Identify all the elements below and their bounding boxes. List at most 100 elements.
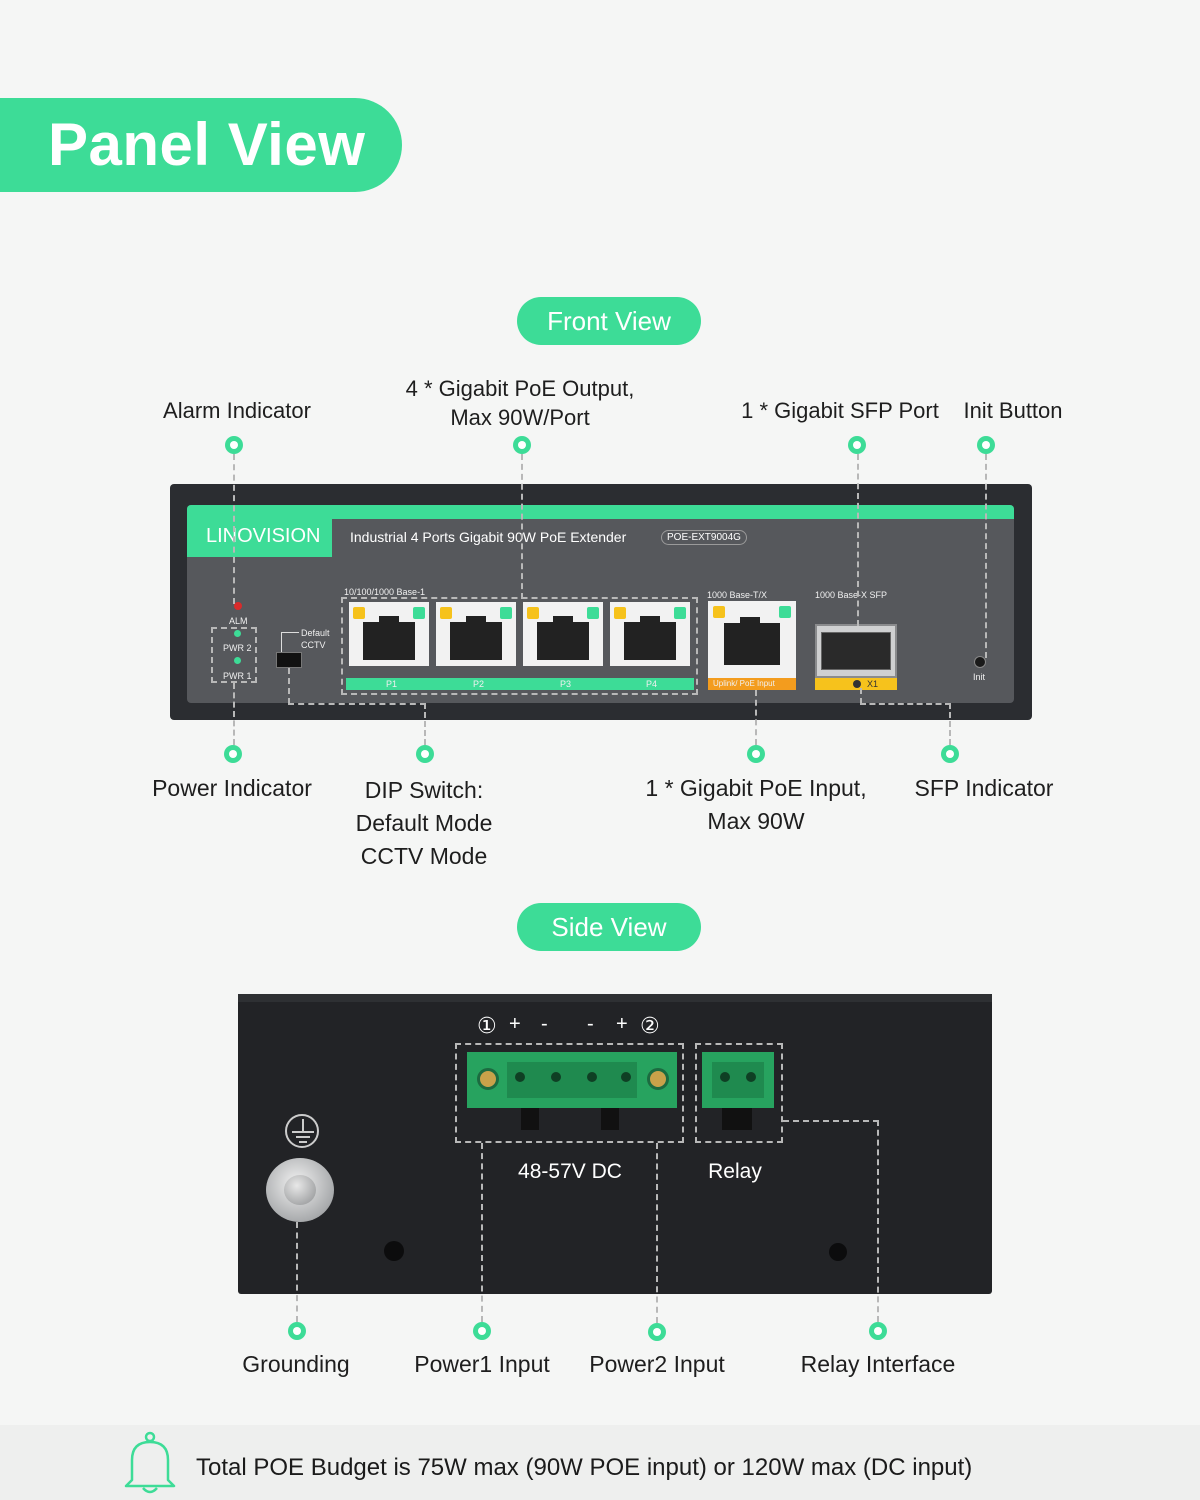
port-p1-label: P1 bbox=[386, 679, 398, 689]
sfp-indicator-leader-a bbox=[860, 688, 862, 704]
power-indicator-callout: Power Indicator bbox=[152, 775, 312, 801]
power1-dot bbox=[473, 1322, 491, 1340]
port-p3-label: P3 bbox=[560, 679, 572, 689]
pwr1-led-label: PWR 1 bbox=[223, 671, 252, 681]
dip-callout-line2: Default Mode bbox=[355, 810, 493, 836]
relay-terminal-frame bbox=[695, 1043, 783, 1143]
sfp-indicator-leader-c bbox=[949, 703, 951, 745]
poe-ports-group-frame bbox=[341, 597, 698, 695]
relay-label: Relay bbox=[708, 1160, 762, 1183]
model-badge: POE-EXT9004G bbox=[661, 530, 747, 545]
poe-port-p1[interactable] bbox=[349, 602, 429, 666]
uplink-label: Uplink/ PoE Input bbox=[713, 679, 775, 688]
terminal-1-plus: + bbox=[509, 1013, 521, 1035]
alarm-leader bbox=[233, 454, 235, 604]
dip-leader-b bbox=[288, 703, 426, 705]
poe-ports-group-label: 10/100/1000 Base-1 bbox=[344, 587, 426, 597]
mounting-hole-left bbox=[384, 1241, 404, 1261]
dip-cctv-label: CCTV bbox=[301, 640, 326, 650]
sfp-port-label: X1 bbox=[867, 679, 879, 689]
brand-logo: LINOVISION bbox=[187, 515, 332, 557]
alarm-callout-dot bbox=[225, 436, 243, 454]
terminal-1-marker: ① bbox=[477, 1013, 497, 1038]
relay-dot bbox=[869, 1322, 887, 1340]
terminal-1-minus: - bbox=[541, 1013, 548, 1035]
dip-default-label: Default bbox=[301, 628, 330, 638]
uplink-label-strip bbox=[708, 678, 796, 690]
front-panel-accent-strip bbox=[187, 505, 1014, 519]
sfp-port[interactable] bbox=[815, 624, 897, 678]
terminal-2-plus: + bbox=[616, 1013, 628, 1035]
sfp-group-label: 1000 Base-X SFP bbox=[815, 590, 888, 600]
ground-symbol-icon bbox=[285, 1114, 319, 1148]
port-p4-label: P4 bbox=[646, 679, 658, 689]
alarm-indicator-callout: Alarm Indicator bbox=[163, 398, 311, 423]
power1-leader bbox=[481, 1143, 483, 1322]
grounding-screw bbox=[266, 1158, 334, 1222]
poe-output-leader bbox=[521, 454, 523, 599]
init-callout-dot bbox=[977, 436, 995, 454]
poe-budget-note: Total POE Budget is 75W max (90W POE inp… bbox=[196, 1454, 973, 1481]
relay-leader-b bbox=[877, 1120, 879, 1322]
sfp-indicator-led bbox=[853, 680, 861, 688]
dip-leader-a bbox=[288, 668, 290, 704]
poe-port-p4[interactable] bbox=[610, 602, 690, 666]
sfp-indicator-dot bbox=[941, 745, 959, 763]
relay-leader-a bbox=[783, 1120, 879, 1122]
uplink-poe-input-port[interactable] bbox=[708, 601, 796, 679]
sfp-port-leader bbox=[857, 454, 859, 626]
product-name: Industrial 4 Ports Gigabit 90W PoE Exten… bbox=[350, 529, 627, 545]
bell-icon bbox=[122, 1430, 178, 1496]
dip-switch[interactable] bbox=[276, 652, 302, 668]
relay-terminal-tab bbox=[722, 1108, 752, 1130]
poe-port-p2[interactable] bbox=[436, 602, 516, 666]
dc-power-terminal[interactable] bbox=[467, 1052, 677, 1108]
dc-terminal-tab-1 bbox=[521, 1108, 539, 1130]
relay-terminal[interactable] bbox=[702, 1052, 774, 1108]
init-label: Init bbox=[973, 672, 986, 682]
power1-callout: Power1 Input bbox=[414, 1351, 550, 1377]
poe-port-p3[interactable] bbox=[523, 602, 603, 666]
dip-callout-line3: CCTV Mode bbox=[360, 843, 488, 869]
grounding-leader bbox=[296, 1222, 298, 1322]
dc-voltage-label: 48-57V DC bbox=[518, 1160, 622, 1183]
terminal-2-minus: - bbox=[587, 1013, 594, 1035]
sfp-indicator-leader-b bbox=[860, 703, 951, 705]
power2-leader bbox=[656, 1143, 658, 1323]
init-button[interactable] bbox=[974, 656, 986, 668]
pwr2-led bbox=[234, 630, 241, 637]
terminal-2-marker: ② bbox=[640, 1013, 660, 1038]
sfp-port-callout: 1 * Gigabit SFP Port bbox=[741, 398, 939, 423]
dip-switch-dot bbox=[416, 745, 434, 763]
power-indicator-leader bbox=[233, 683, 235, 745]
relay-interface-callout: Relay Interface bbox=[800, 1351, 956, 1377]
poe-input-callout-line2: Max 90W bbox=[707, 808, 805, 834]
power2-dot bbox=[648, 1323, 666, 1341]
dc-terminal-frame bbox=[455, 1043, 684, 1143]
front-view-label: Front View bbox=[517, 297, 701, 345]
dc-terminal-tab-2 bbox=[601, 1108, 619, 1130]
uplink-group-label: 1000 Base-T/X bbox=[707, 590, 768, 600]
poe-input-callout-line1: 1 * Gigabit PoE Input, bbox=[645, 775, 867, 801]
alm-led-label: ALM bbox=[229, 616, 248, 626]
sfp-indicator-callout: SFP Indicator bbox=[914, 775, 1054, 801]
pwr1-led bbox=[234, 657, 241, 664]
grounding-dot bbox=[288, 1322, 306, 1340]
dip-leader-c bbox=[424, 703, 426, 745]
pwr2-led-label: PWR 2 bbox=[223, 643, 252, 653]
side-view-label: Side View bbox=[517, 903, 701, 951]
footer-bar bbox=[0, 1425, 1200, 1500]
sfp-port-callout-dot bbox=[848, 436, 866, 454]
poe-ports-label-strip bbox=[346, 678, 694, 690]
poe-output-callout-dot bbox=[513, 436, 531, 454]
dip-callout-line1: DIP Switch: bbox=[364, 777, 484, 803]
poe-input-leader bbox=[755, 690, 757, 745]
panel-view-banner: Panel View bbox=[0, 98, 402, 192]
port-p2-label: P2 bbox=[473, 679, 485, 689]
init-leader bbox=[985, 454, 987, 658]
alarm-led bbox=[234, 602, 242, 610]
power2-callout: Power2 Input bbox=[589, 1351, 725, 1377]
power-led-group bbox=[211, 627, 257, 683]
init-button-callout: Init Button bbox=[963, 398, 1063, 423]
mounting-hole-right bbox=[829, 1243, 847, 1261]
